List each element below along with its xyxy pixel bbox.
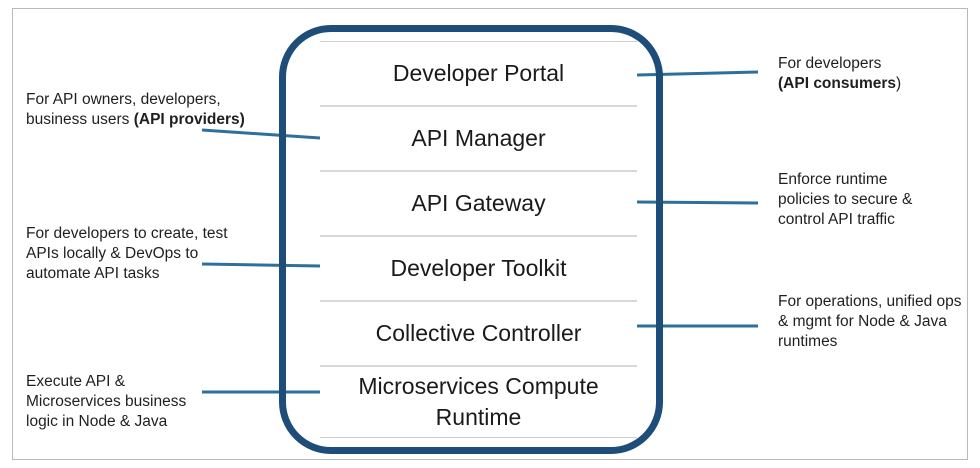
note-api-providers-bold: API providers [138, 111, 240, 128]
note-api-consumers-open-paren: ( [778, 75, 784, 92]
note-api-providers-close-paren: ) [239, 111, 245, 128]
layer-developer-toolkit: Developer Toolkit [320, 237, 637, 302]
layer-stack: Developer Portal API Manager API Gateway… [320, 41, 637, 438]
note-api-providers: For API owners, developers, business use… [26, 90, 251, 130]
note-api-providers-open-paren: ( [133, 111, 139, 128]
note-controller: For operations, unified ops & mgmt for N… [778, 293, 962, 350]
connector-api-owners [201, 128, 321, 140]
note-api-consumers-bold: API consumers [783, 75, 897, 92]
connector-toolkit [201, 262, 321, 268]
note-api-consumers-close-paren: ) [896, 75, 902, 92]
note-gateway: Enforce runtime policies to secure & con… [778, 171, 913, 228]
layer-api-gateway: API Gateway [320, 172, 637, 237]
layer-api-manager: API Manager [320, 107, 637, 172]
layer-developer-portal: Developer Portal [320, 42, 637, 107]
layer-collective-controller: Collective Controller [320, 302, 637, 367]
note-runtime: Execute API & Microservices business log… [26, 373, 187, 430]
note-api-consumers-text: For developers [778, 55, 882, 72]
layer-microservices-runtime: Microservices Compute Runtime [320, 367, 637, 438]
diagram-frame [12, 8, 968, 460]
note-api-providers-text: For API owners, developers, business use… [26, 91, 221, 128]
note-developer-toolkit: For developers to create, test APIs loca… [26, 225, 228, 282]
note-api-consumers: For developers (API consumers) [778, 54, 953, 94]
platform-rounded-frame [279, 25, 663, 454]
